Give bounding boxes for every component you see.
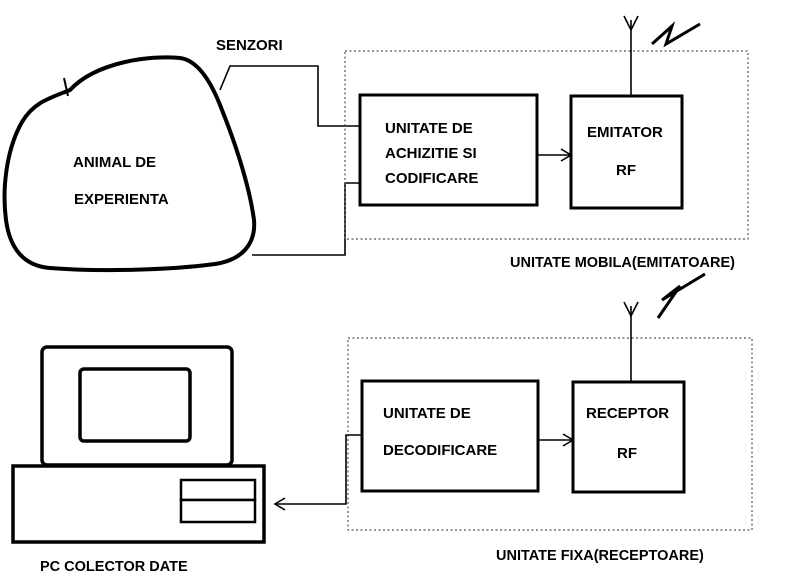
sensor-wire-bottom [252, 183, 360, 255]
mobile-unit-caption: UNITATE MOBILA(EMITATOARE) [510, 255, 735, 271]
acq-label-line2: ACHIZITIE SI [385, 145, 477, 162]
animal-label-line1: ANIMAL DE [73, 154, 156, 171]
sensors-label: SENZORI [216, 37, 283, 54]
rf-emitter-unit [571, 96, 682, 208]
pc-caption: PC COLECTOR DATE [40, 559, 188, 575]
emitter-label-line2: RF [616, 162, 636, 179]
decoder-label-line2: DECODIFICARE [383, 442, 497, 459]
fixed-unit-caption: UNITATE FIXA(RECEPTOARE) [496, 548, 704, 564]
animal-label-line2: EXPERIENTA [74, 191, 169, 208]
decoding-unit [362, 381, 538, 491]
receiver-antenna-icon [624, 302, 638, 382]
receiver-radio-waves-icon [658, 274, 705, 318]
pc-computer-icon [13, 347, 264, 542]
acq-label-line3: CODIFICARE [385, 170, 478, 187]
sensor-wire-top [220, 66, 360, 126]
emitter-label-line1: EMITATOR [587, 124, 663, 141]
acq-label-line1: UNITATE DE [385, 120, 473, 137]
wire-decoder-to-pc [276, 435, 362, 504]
receiver-label-line1: RECEPTOR [586, 405, 669, 422]
decoder-label-line1: UNITATE DE [383, 405, 471, 422]
emitter-antenna-icon [624, 16, 638, 96]
receiver-label-line2: RF [617, 445, 637, 462]
rf-receiver-unit [573, 382, 684, 492]
emitter-radio-waves-icon [652, 24, 700, 44]
